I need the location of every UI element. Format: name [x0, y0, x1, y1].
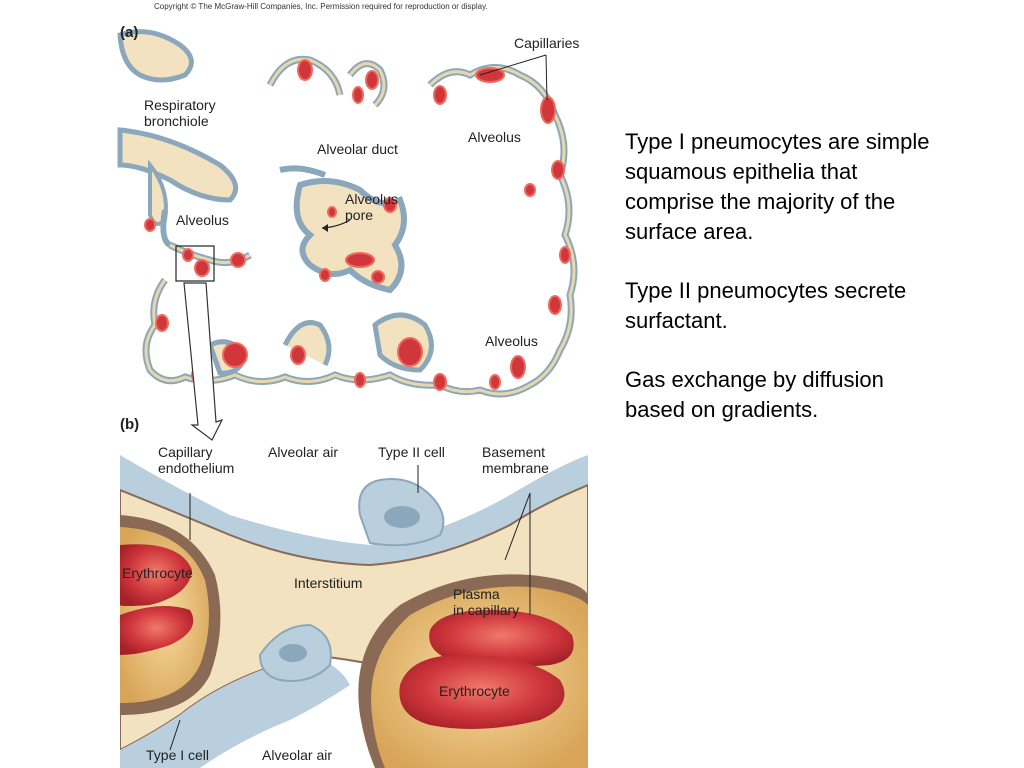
explanation-text: Type I pneumocytes are simple squamous e…	[625, 127, 945, 454]
label-alveolar-air-top: Alveolar air	[268, 444, 339, 460]
inset-box	[175, 245, 215, 282]
label-basement-membrane: Basement membrane	[482, 444, 549, 476]
label-alveolus-pore: Alveolus pore	[345, 191, 398, 223]
label-alveolar-duct: Alveolar duct	[317, 141, 398, 157]
text-type-i-pneumocytes: Type I pneumocytes are simple squamous e…	[625, 129, 930, 244]
panel-b-drawing	[120, 455, 588, 768]
text-gas-exchange: Gas exchange by diffusion based on gradi…	[625, 367, 884, 422]
panel-a-letter: (a)	[120, 24, 139, 41]
label-respiratory-bronchiole: Respiratory bronchiole	[144, 97, 216, 129]
label-type-ii-cell: Type II cell	[378, 444, 445, 460]
label-erythrocyte-left: Erythrocyte	[122, 565, 193, 581]
label-capillary-endothelium: Capillary endothelium	[158, 444, 235, 476]
label-plasma-in-capillary: Plasma in capillary	[453, 586, 520, 618]
inset-arrow	[183, 282, 224, 441]
label-alveolus-top-right: Alveolus	[468, 129, 521, 145]
text-type-ii-pneumocytes: Type II pneumocytes secrete surfactant.	[625, 278, 907, 333]
panel-a-drawing	[117, 29, 578, 441]
panel-b-letter: (b)	[120, 416, 140, 433]
figure-illustration	[117, 29, 588, 768]
label-interstitium: Interstitium	[294, 575, 363, 591]
label-alveolus-left: Alveolus	[176, 212, 229, 228]
label-alveolar-air-bottom: Alveolar air	[262, 747, 333, 763]
lung-histology-figure: (a) Capillaries Respiratory bronchiole A…	[110, 15, 590, 768]
label-capillaries: Capillaries	[514, 35, 580, 51]
label-alveolus-bottom-right: Alveolus	[485, 333, 538, 349]
copyright-notice: Copyright © The McGraw-Hill Companies, I…	[154, 2, 488, 11]
label-erythrocyte-right: Erythrocyte	[439, 683, 510, 699]
label-type-i-cell: Type I cell	[146, 747, 210, 763]
